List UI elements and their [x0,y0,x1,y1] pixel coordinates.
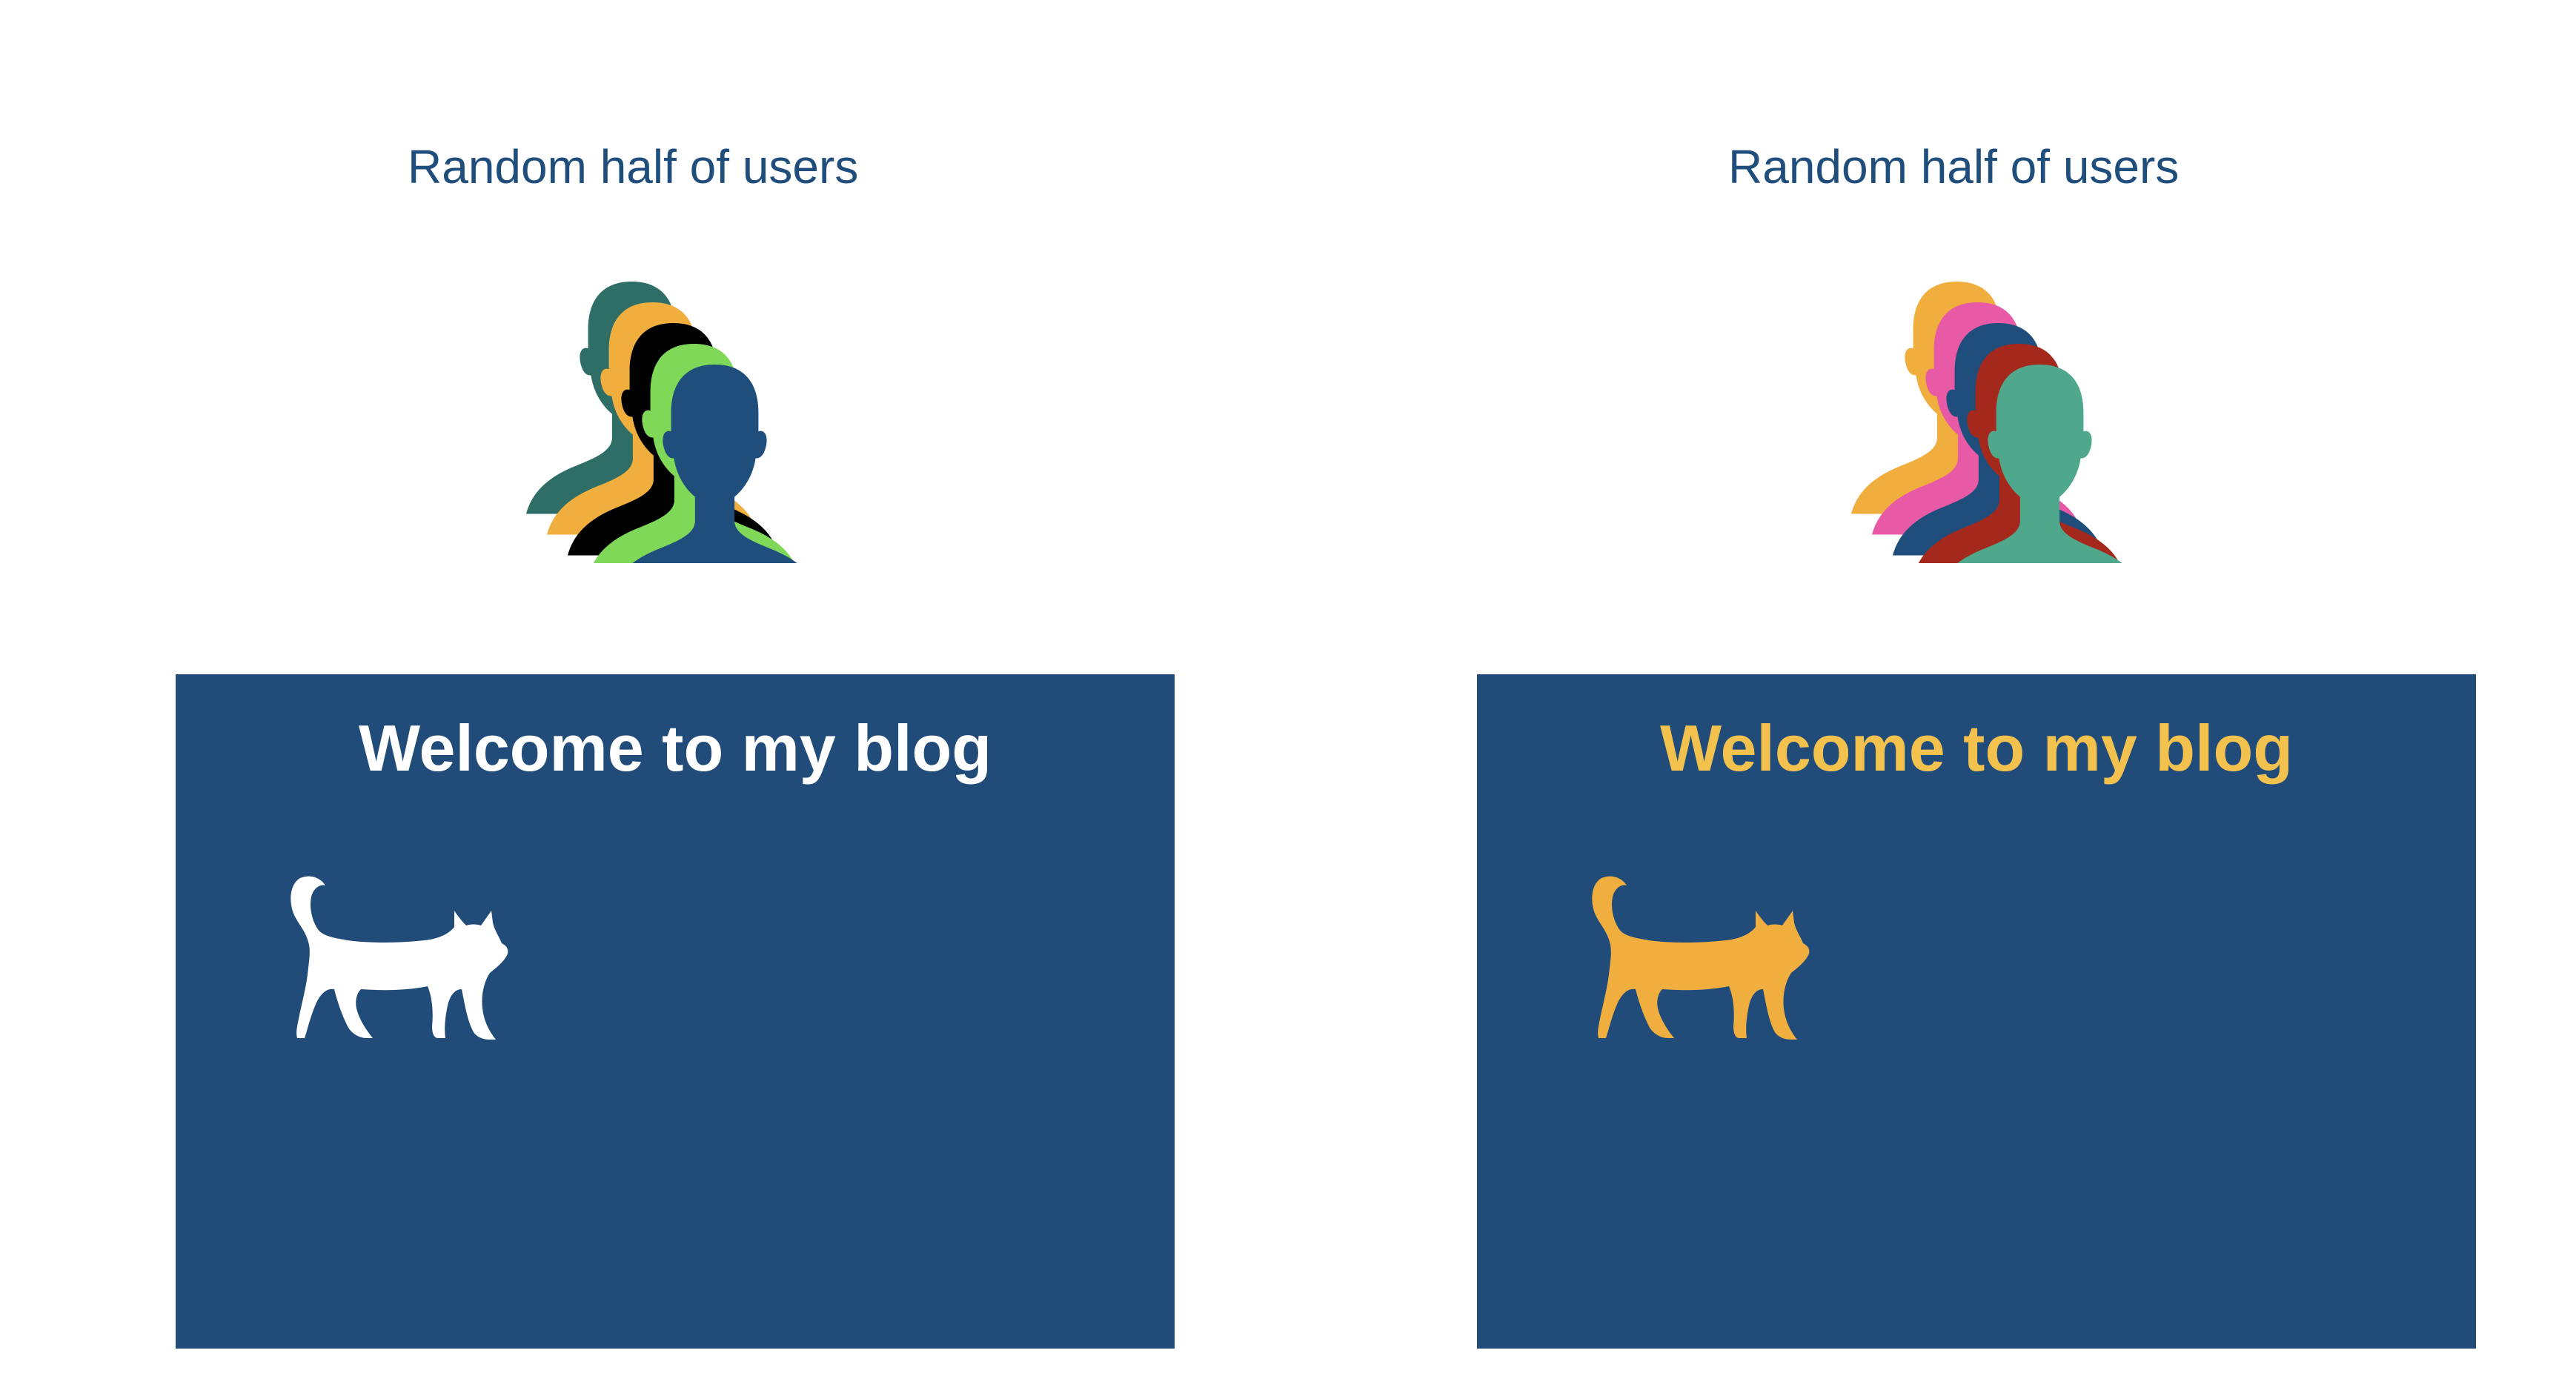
blog-preview: Welcome to my blog [1477,674,2476,1349]
cat-icon [279,863,509,1045]
cat-svg [1592,876,1810,1040]
variant-b: Random half of users Welcome to my blog [1288,0,2576,1396]
group-label: Random half of users [408,140,859,193]
cat-icon [1581,863,1810,1045]
person-silhouette-icon [1957,365,2122,563]
group-label: Random half of users [1728,140,2180,193]
blog-preview: Welcome to my blog [176,674,1175,1349]
cat-silhouette-icon [1592,876,1810,1040]
user-group-svg [1851,282,2122,563]
blog-title: Welcome to my blog [1659,711,2294,785]
variant-a: Random half of users Welcome to my blog [176,140,1175,1349]
user-group-icon [1851,282,2177,563]
user-group-svg [526,282,797,563]
blog-title: Welcome to my blog [358,711,992,785]
cat-silhouette-icon [291,876,508,1040]
person-silhouette-icon [632,365,797,563]
cat-svg [291,876,508,1040]
user-group-icon [526,282,852,563]
